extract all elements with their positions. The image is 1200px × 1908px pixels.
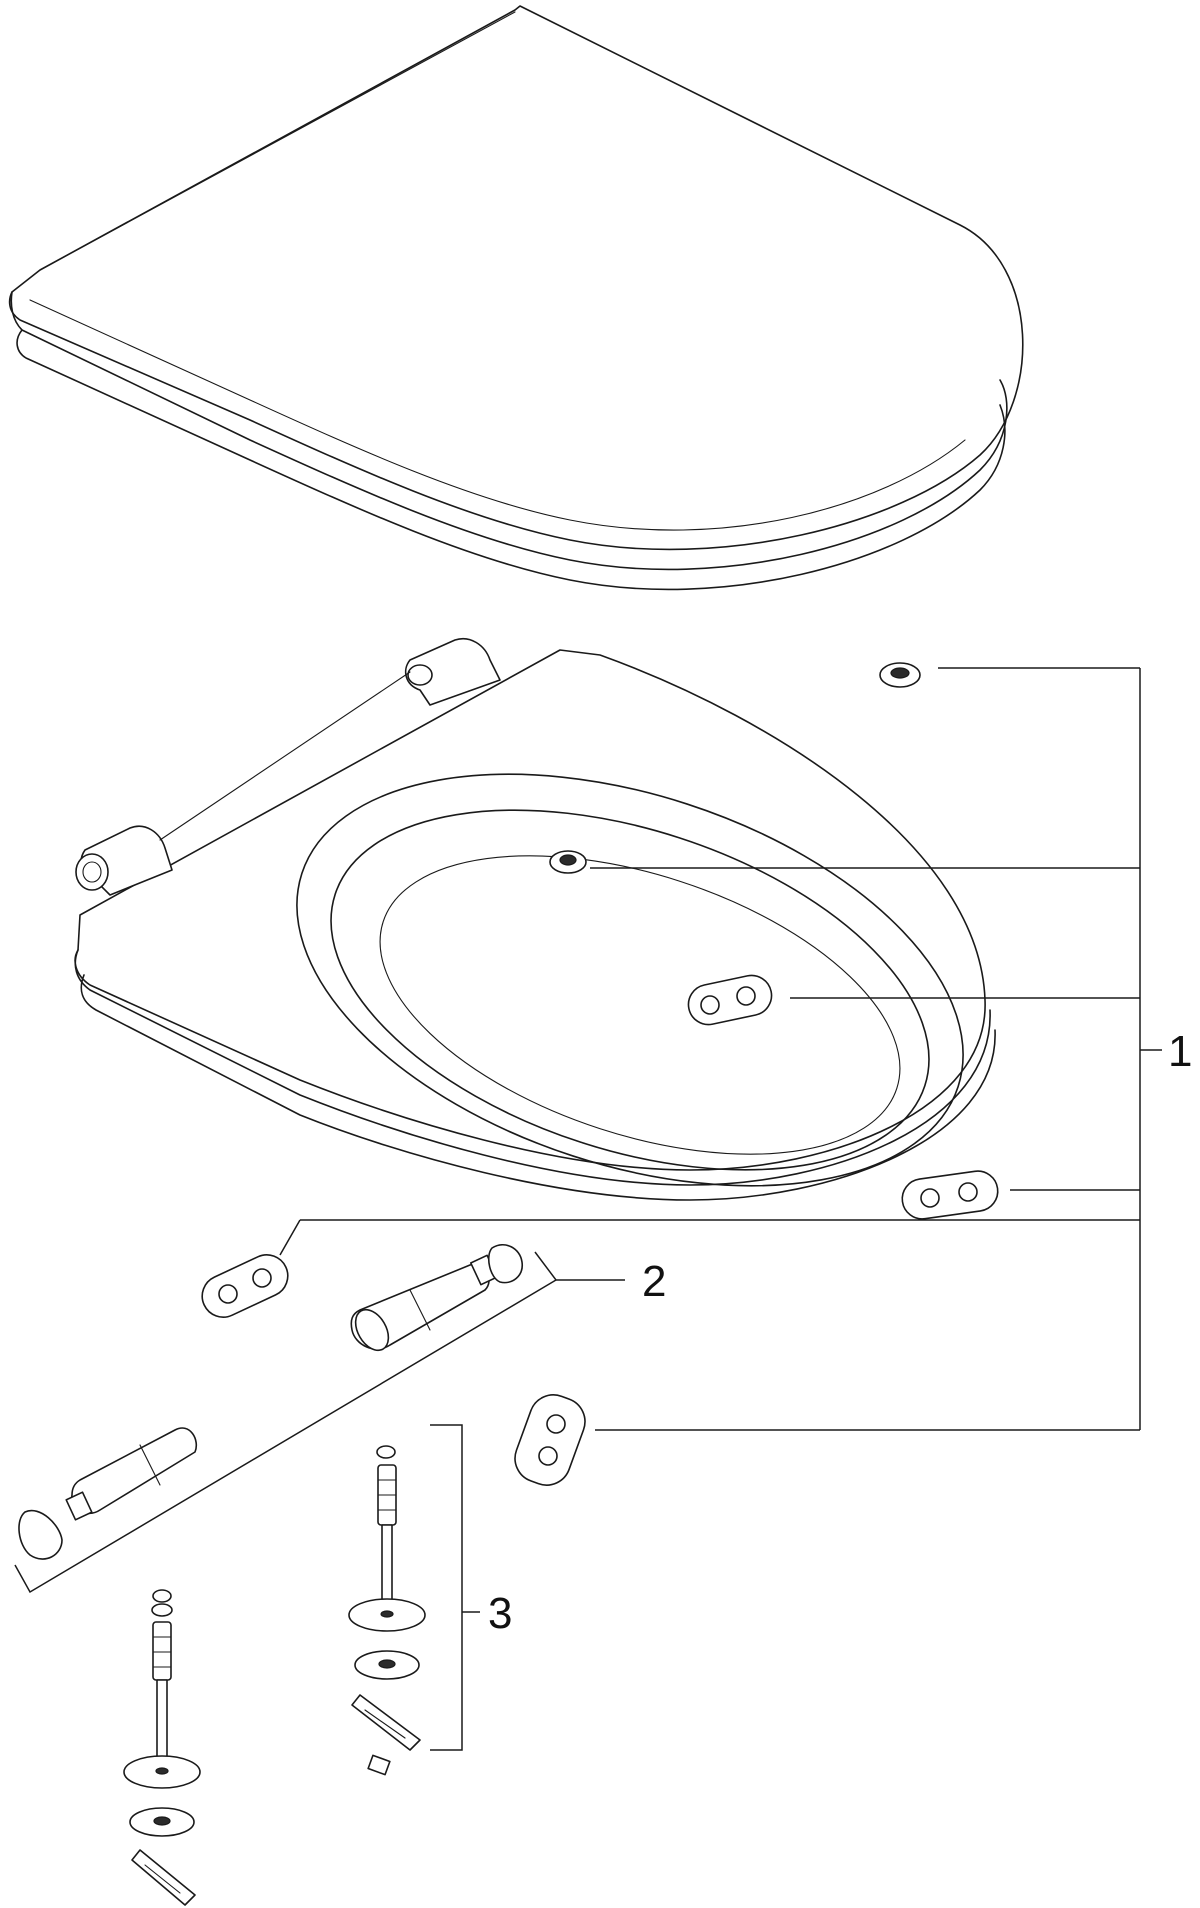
callout-label-1: 1 <box>1168 1027 1192 1076</box>
round-buffer-center <box>549 850 587 874</box>
oval-buffer-bottom <box>514 1394 586 1486</box>
seat-ring <box>74 638 996 1201</box>
fixing-bolt-right <box>348 1445 426 1776</box>
round-buffer-top <box>879 662 921 688</box>
oval-buffer-left <box>201 1254 289 1318</box>
callout-leaders <box>14 667 1162 1751</box>
hinge-pin-lower <box>18 1427 197 1560</box>
oval-buffer-right <box>901 1170 999 1220</box>
oval-buffer-ring <box>687 974 773 1026</box>
fixing-bolt-left <box>123 1589 201 1906</box>
callout-label-2: 2 <box>642 1257 666 1306</box>
callout-label-3: 3 <box>488 1589 512 1638</box>
seat-lid <box>8 5 1024 591</box>
hinge-pin-upper <box>350 1244 523 1352</box>
